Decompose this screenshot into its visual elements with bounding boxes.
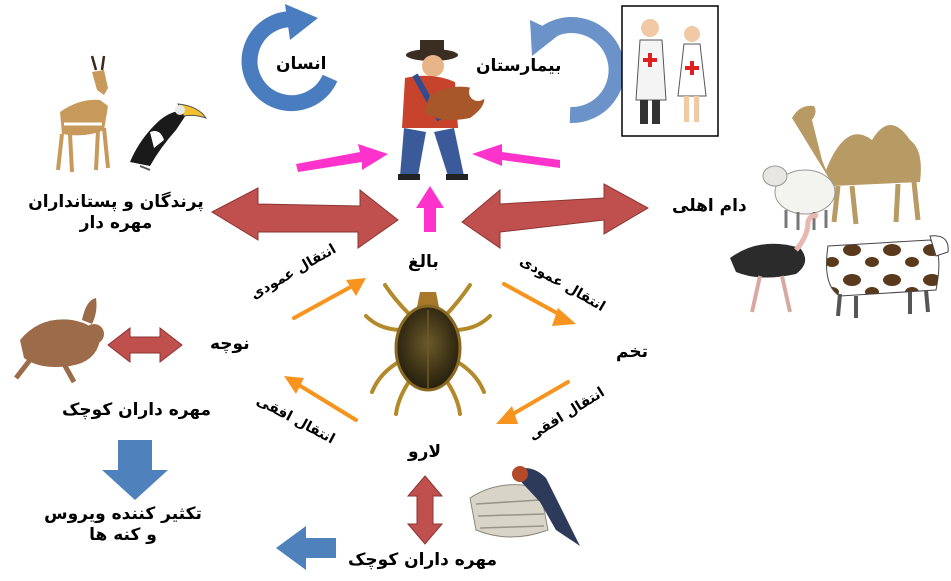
double-arrow-hare-nymph [108, 328, 182, 362]
label-livestock: دام اهلی [672, 196, 747, 217]
label-hospital: بیمارستان [476, 56, 561, 77]
double-arrow-wild-vertebrates [212, 188, 398, 248]
magenta-arrow-up [416, 186, 444, 232]
antelope-icon [58, 56, 108, 172]
double-arrow-livestock [462, 184, 648, 248]
label-small-vertebrates-left: مهره داران کوچک [62, 400, 211, 421]
blue-arrow-left [276, 526, 336, 570]
blue-arrow-down [102, 440, 168, 500]
label-adult: بالغ [408, 252, 439, 273]
label-egg: تخم [616, 342, 648, 363]
label-small-vertebrates-bottom: مهره داران کوچک [348, 550, 497, 571]
label-wild-vertebrates-line1: پرندگان و پستانداران [16, 192, 216, 213]
doctor-and-nurse-icon [622, 6, 718, 136]
magenta-arrow-left [296, 144, 388, 172]
label-larva: لارو [408, 442, 441, 463]
farmer-with-calf-icon [398, 40, 487, 180]
magenta-arrow-right [472, 144, 560, 168]
swallow-on-nest-icon [470, 466, 580, 546]
label-nymph: نوچه [210, 334, 250, 355]
hare-icon [16, 298, 104, 382]
cow-icon [827, 236, 949, 318]
label-amplifier-line2: و کنه ها [8, 525, 238, 546]
sheep-icon [763, 166, 835, 230]
double-arrow-larva-small-vertebrates [408, 476, 442, 544]
label-wild-vertebrates-line2: مهره دار [16, 213, 216, 234]
label-amplifier: تکثیر کننده ویروس و کنه ها [8, 504, 238, 547]
label-human: انسان [276, 54, 326, 75]
hornbill-icon [130, 104, 206, 170]
label-wild-vertebrates: پرندگان و پستانداران مهره دار [16, 192, 216, 235]
ostrich-icon [730, 216, 818, 312]
orange-arrow-nymph-to-adult [294, 284, 356, 318]
label-amplifier-line1: تکثیر کننده ویروس [8, 504, 238, 525]
tick-icon [366, 285, 490, 414]
